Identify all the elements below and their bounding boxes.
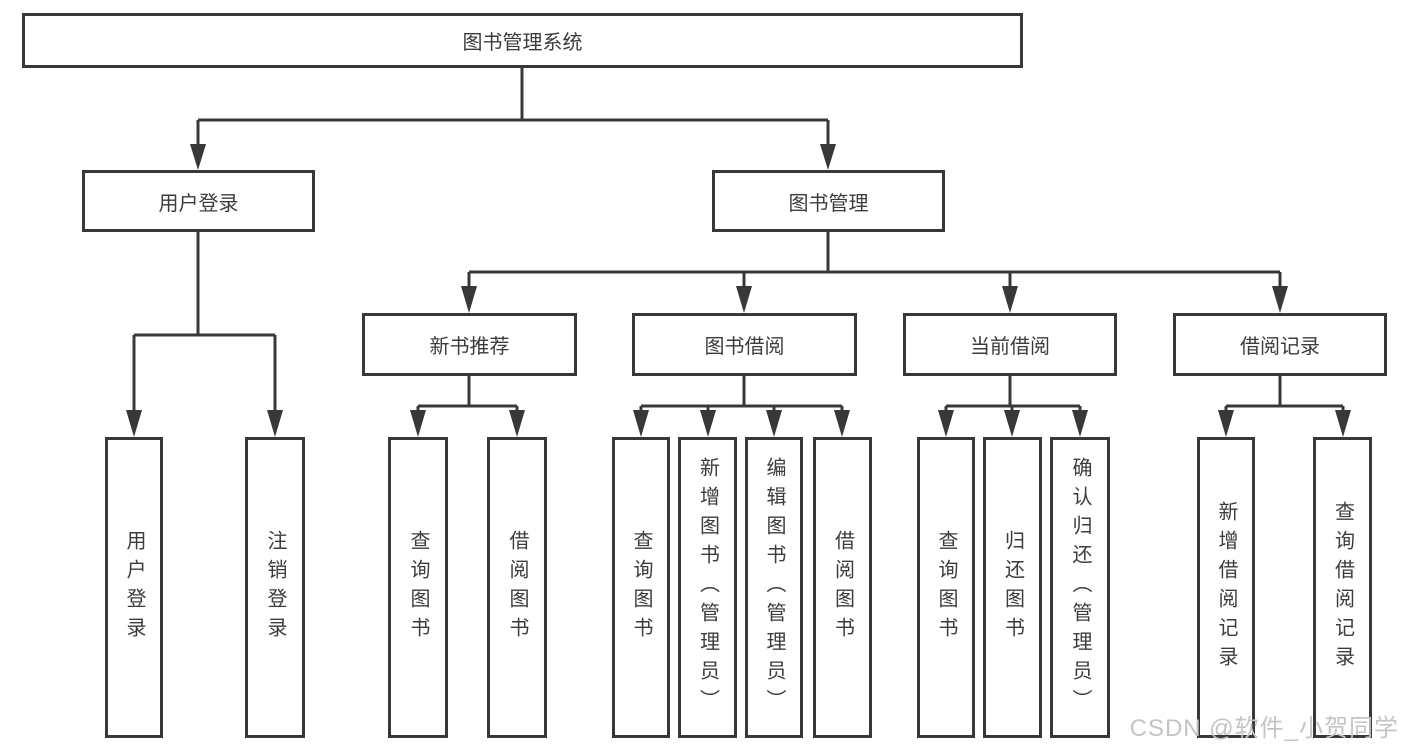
node-root: 图书管理系统 <box>22 13 1023 68</box>
leaf-cb-return-books: 归还图书 <box>983 437 1042 738</box>
node-book-management: 图书管理 <box>712 170 945 232</box>
connector-borrow-records <box>1218 376 1351 437</box>
connector-new-book-recommend <box>410 376 525 437</box>
arrowhead <box>190 144 836 170</box>
connector-current-borrow <box>938 376 1088 437</box>
leaf-br-query-record: 查询借阅记录 <box>1313 437 1372 738</box>
node-book-borrow: 图书借阅 <box>632 313 857 376</box>
leaf-user-login: 用户登录 <box>105 437 163 738</box>
node-user-login: 用户登录 <box>82 170 315 232</box>
arrowhead <box>938 410 1088 437</box>
watermark: CSDN @软件_小贺同学 <box>1129 715 1399 742</box>
node-current-borrow: 当前借阅 <box>903 313 1117 376</box>
leaf-cb-confirm-return-admin: 确认归还（管理员） <box>1050 437 1110 738</box>
leaf-bb-query-books: 查询图书 <box>612 437 670 738</box>
leaf-nbr-borrow-books: 借阅图书 <box>487 437 547 738</box>
leaf-bb-add-books-admin: 新增图书（管理员） <box>678 437 737 738</box>
leaf-bb-borrow-books: 借阅图书 <box>813 437 872 738</box>
node-new-book-recommend: 新书推荐 <box>362 313 577 376</box>
leaf-cb-query-books: 查询图书 <box>917 437 975 738</box>
arrowhead <box>1218 410 1351 437</box>
arrowhead <box>410 410 525 437</box>
node-borrow-records: 借阅记录 <box>1173 313 1387 376</box>
connector-book-management <box>461 232 1288 313</box>
leaf-nbr-query-books: 查询图书 <box>388 437 448 738</box>
arrowhead <box>461 286 1288 313</box>
connector-user-login <box>126 232 283 437</box>
leaf-bb-edit-books-admin: 编辑图书（管理员） <box>745 437 803 738</box>
connector-root <box>190 68 836 170</box>
arrowhead <box>126 410 283 437</box>
leaf-br-add-record: 新增借阅记录 <box>1197 437 1255 738</box>
arrowhead <box>633 410 850 437</box>
leaf-logout: 注销登录 <box>245 437 305 738</box>
connector-book-borrow <box>633 376 850 437</box>
